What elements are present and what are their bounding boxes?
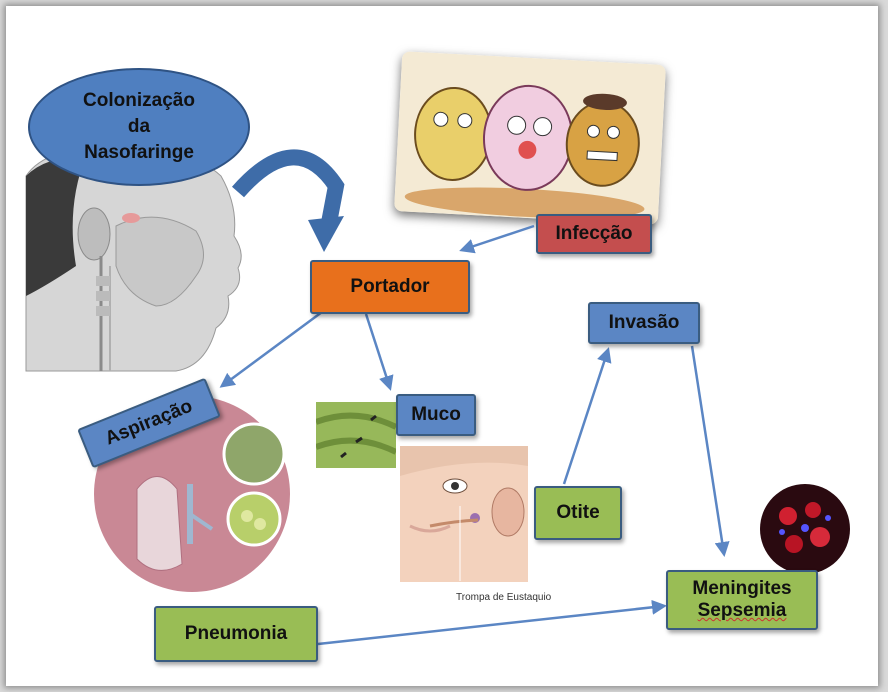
node-portador: Portador <box>310 260 470 314</box>
node-sepsemia-label: Sepsemia <box>698 600 787 622</box>
node-meningites-sepsemia: Meningites Sepsemia <box>666 570 818 630</box>
slide-canvas: Trompa de Eustaquio ColonizaçãodaNaso <box>6 6 878 686</box>
node-otite-label: Otite <box>556 502 599 524</box>
arrow-portador-muco <box>366 314 390 388</box>
arrow-otite-invasao <box>564 350 608 484</box>
node-infeccao-label: Infecção <box>555 223 632 245</box>
node-muco-label: Muco <box>411 404 461 426</box>
node-invasao-label: Invasão <box>609 312 680 334</box>
node-portador-label: Portador <box>350 276 429 298</box>
node-muco: Muco <box>396 394 476 436</box>
arrow-invasao-meningites <box>692 346 724 554</box>
node-invasao: Invasão <box>588 302 700 344</box>
node-colonizacao: ColonizaçãodaNasofaringe <box>28 68 250 186</box>
node-colonizacao-label: ColonizaçãodaNasofaringe <box>83 88 195 166</box>
curved-arrow-icon <box>238 157 344 252</box>
node-pneumonia: Pneumonia <box>154 606 318 662</box>
node-infeccao: Infecção <box>536 214 652 254</box>
arrow-infeccao-portador <box>462 226 534 250</box>
node-pneumonia-label: Pneumonia <box>185 623 287 645</box>
node-meningites-label: Meningites <box>692 578 791 600</box>
arrow-portador-aspiracao <box>222 312 322 386</box>
arrow-pneumonia-meningites <box>318 606 664 644</box>
node-otite: Otite <box>534 486 622 540</box>
